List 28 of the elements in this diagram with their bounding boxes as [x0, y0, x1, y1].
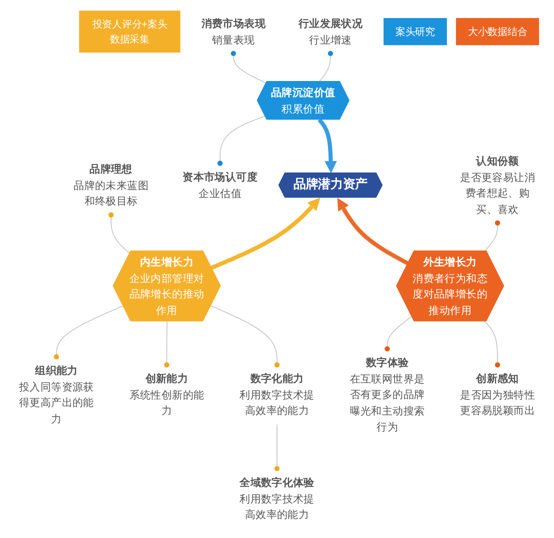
node-text: 数字体验 在互联网世界是否有更多的品牌曝光和主动搜索行为	[350, 356, 425, 433]
connector	[164, 320, 170, 368]
connector	[274, 424, 280, 472]
connector	[210, 305, 280, 368]
node-text: 消费市场表现 销量表现	[201, 17, 266, 46]
connector	[230, 50, 267, 84]
node-text: 数字化能力 利用数字技术提高效率的能力	[240, 372, 314, 417]
connector	[108, 212, 130, 254]
node-text: 行业发展状况 行业增速	[298, 17, 363, 46]
node-text: 创新感知 是否因为独特性更容易脱颖而出	[460, 372, 535, 417]
arrow	[318, 118, 337, 174]
connector	[318, 50, 334, 82]
node-text: 全域数字化体验 利用数字技术提高效率的能力	[240, 476, 314, 520]
connector	[217, 115, 266, 166]
connector	[484, 320, 500, 368]
node-text: 认知份额 是否更容易让消费者想起、购买、喜欢	[460, 154, 535, 216]
arrow	[337, 198, 410, 266]
node-box: 投资人评分+案头数据采集	[79, 10, 180, 53]
node-text: 资本市场认可度 企业估值	[182, 170, 258, 200]
node-box: 案头研究	[384, 18, 447, 46]
connector	[54, 305, 124, 360]
node-box: 大小数据结合	[456, 18, 540, 46]
connector	[484, 220, 500, 252]
node-text: 组织能力 投入同等资源获得更高产出的能力	[19, 364, 94, 425]
connector	[384, 316, 412, 352]
node-text: 创新能力 系统性创新的能力	[129, 372, 204, 417]
arrow	[210, 198, 320, 270]
node-text: 品牌理想 品牌的未来蓝图和终极目标	[74, 162, 148, 208]
